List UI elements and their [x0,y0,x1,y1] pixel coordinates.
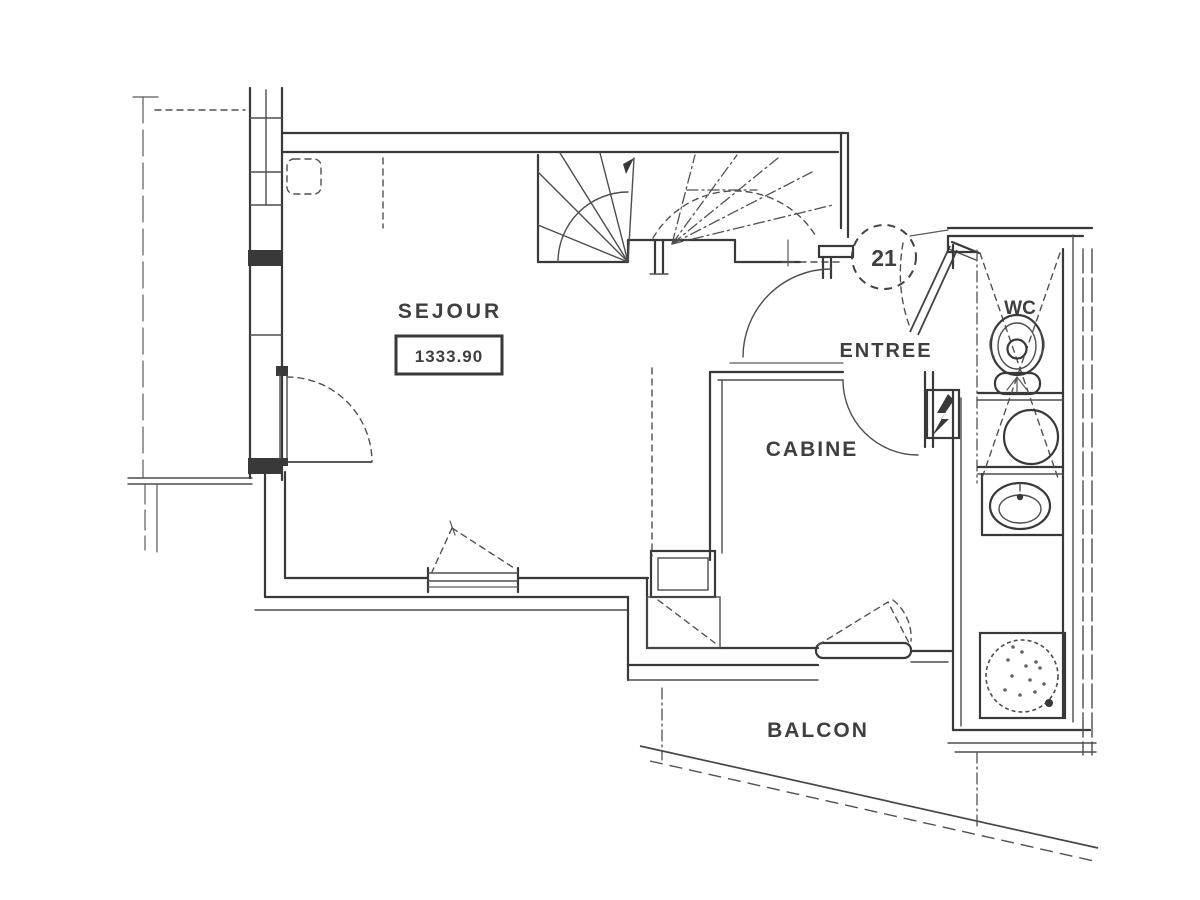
toilet-icon [989,313,1045,396]
room-label-cabine: CABINE [766,438,859,461]
stair-treads [537,152,635,263]
door-swing-arc [899,242,912,331]
room-label-sejour: SEJOUR [398,300,502,323]
balcony-door [814,599,913,660]
elevation-value: 1333.90 [415,347,483,366]
bathroom-column [909,226,1097,753]
exterior-boundary-lines [127,96,253,553]
right-exterior-wall [1082,248,1093,756]
window-tilt-swing [431,527,453,573]
room-label-wc: WC [1004,298,1036,319]
door-swing-arc [286,376,373,463]
wc-door [899,240,981,336]
unit-number-badge: 21 [851,224,917,290]
stair-walk-line [652,190,818,239]
ceiling-slope-lines [979,252,1061,479]
sink-icon [988,481,1052,531]
left-window-door [276,366,373,466]
wc-room [979,252,1061,479]
entry-door-swing-arc [742,268,832,358]
stepped-balcony-wall [626,549,820,682]
wall-pier [248,458,282,474]
stair-direction-arrow [623,158,634,174]
cabine-room [651,362,935,562]
cabine-door-arc [842,379,919,456]
top-wall [281,131,848,154]
hatch-box [646,596,721,649]
bottom-window [426,520,520,594]
balcony [639,599,1099,862]
staircase [536,131,855,280]
balcony-door-swing [817,601,911,646]
balcony-edge-lines [639,687,1099,862]
door-jamb [817,244,855,259]
water-heater-icon [978,631,1067,720]
duct-symbol [286,158,322,195]
overhead-dashed-marks [286,157,384,229]
elevation-badge: 1333.90 [394,334,504,376]
electrical-panel-icon [925,388,961,440]
stair-treads-upper [671,154,834,245]
left-wall [248,86,287,599]
stair-landing-door [649,238,669,275]
lightning-bolt-icon [932,394,954,436]
room-label-entree: ENTREE [839,340,932,362]
washbasin-icon [1002,408,1060,466]
room-labels: SEJOUR 1333.90 ENTREE CABINE WC BALCON [394,298,1036,742]
wall-pier [248,250,282,266]
room-label-balcon: BALCON [767,719,869,742]
bottom-wall [254,520,650,611]
unit-number: 21 [871,245,897,271]
